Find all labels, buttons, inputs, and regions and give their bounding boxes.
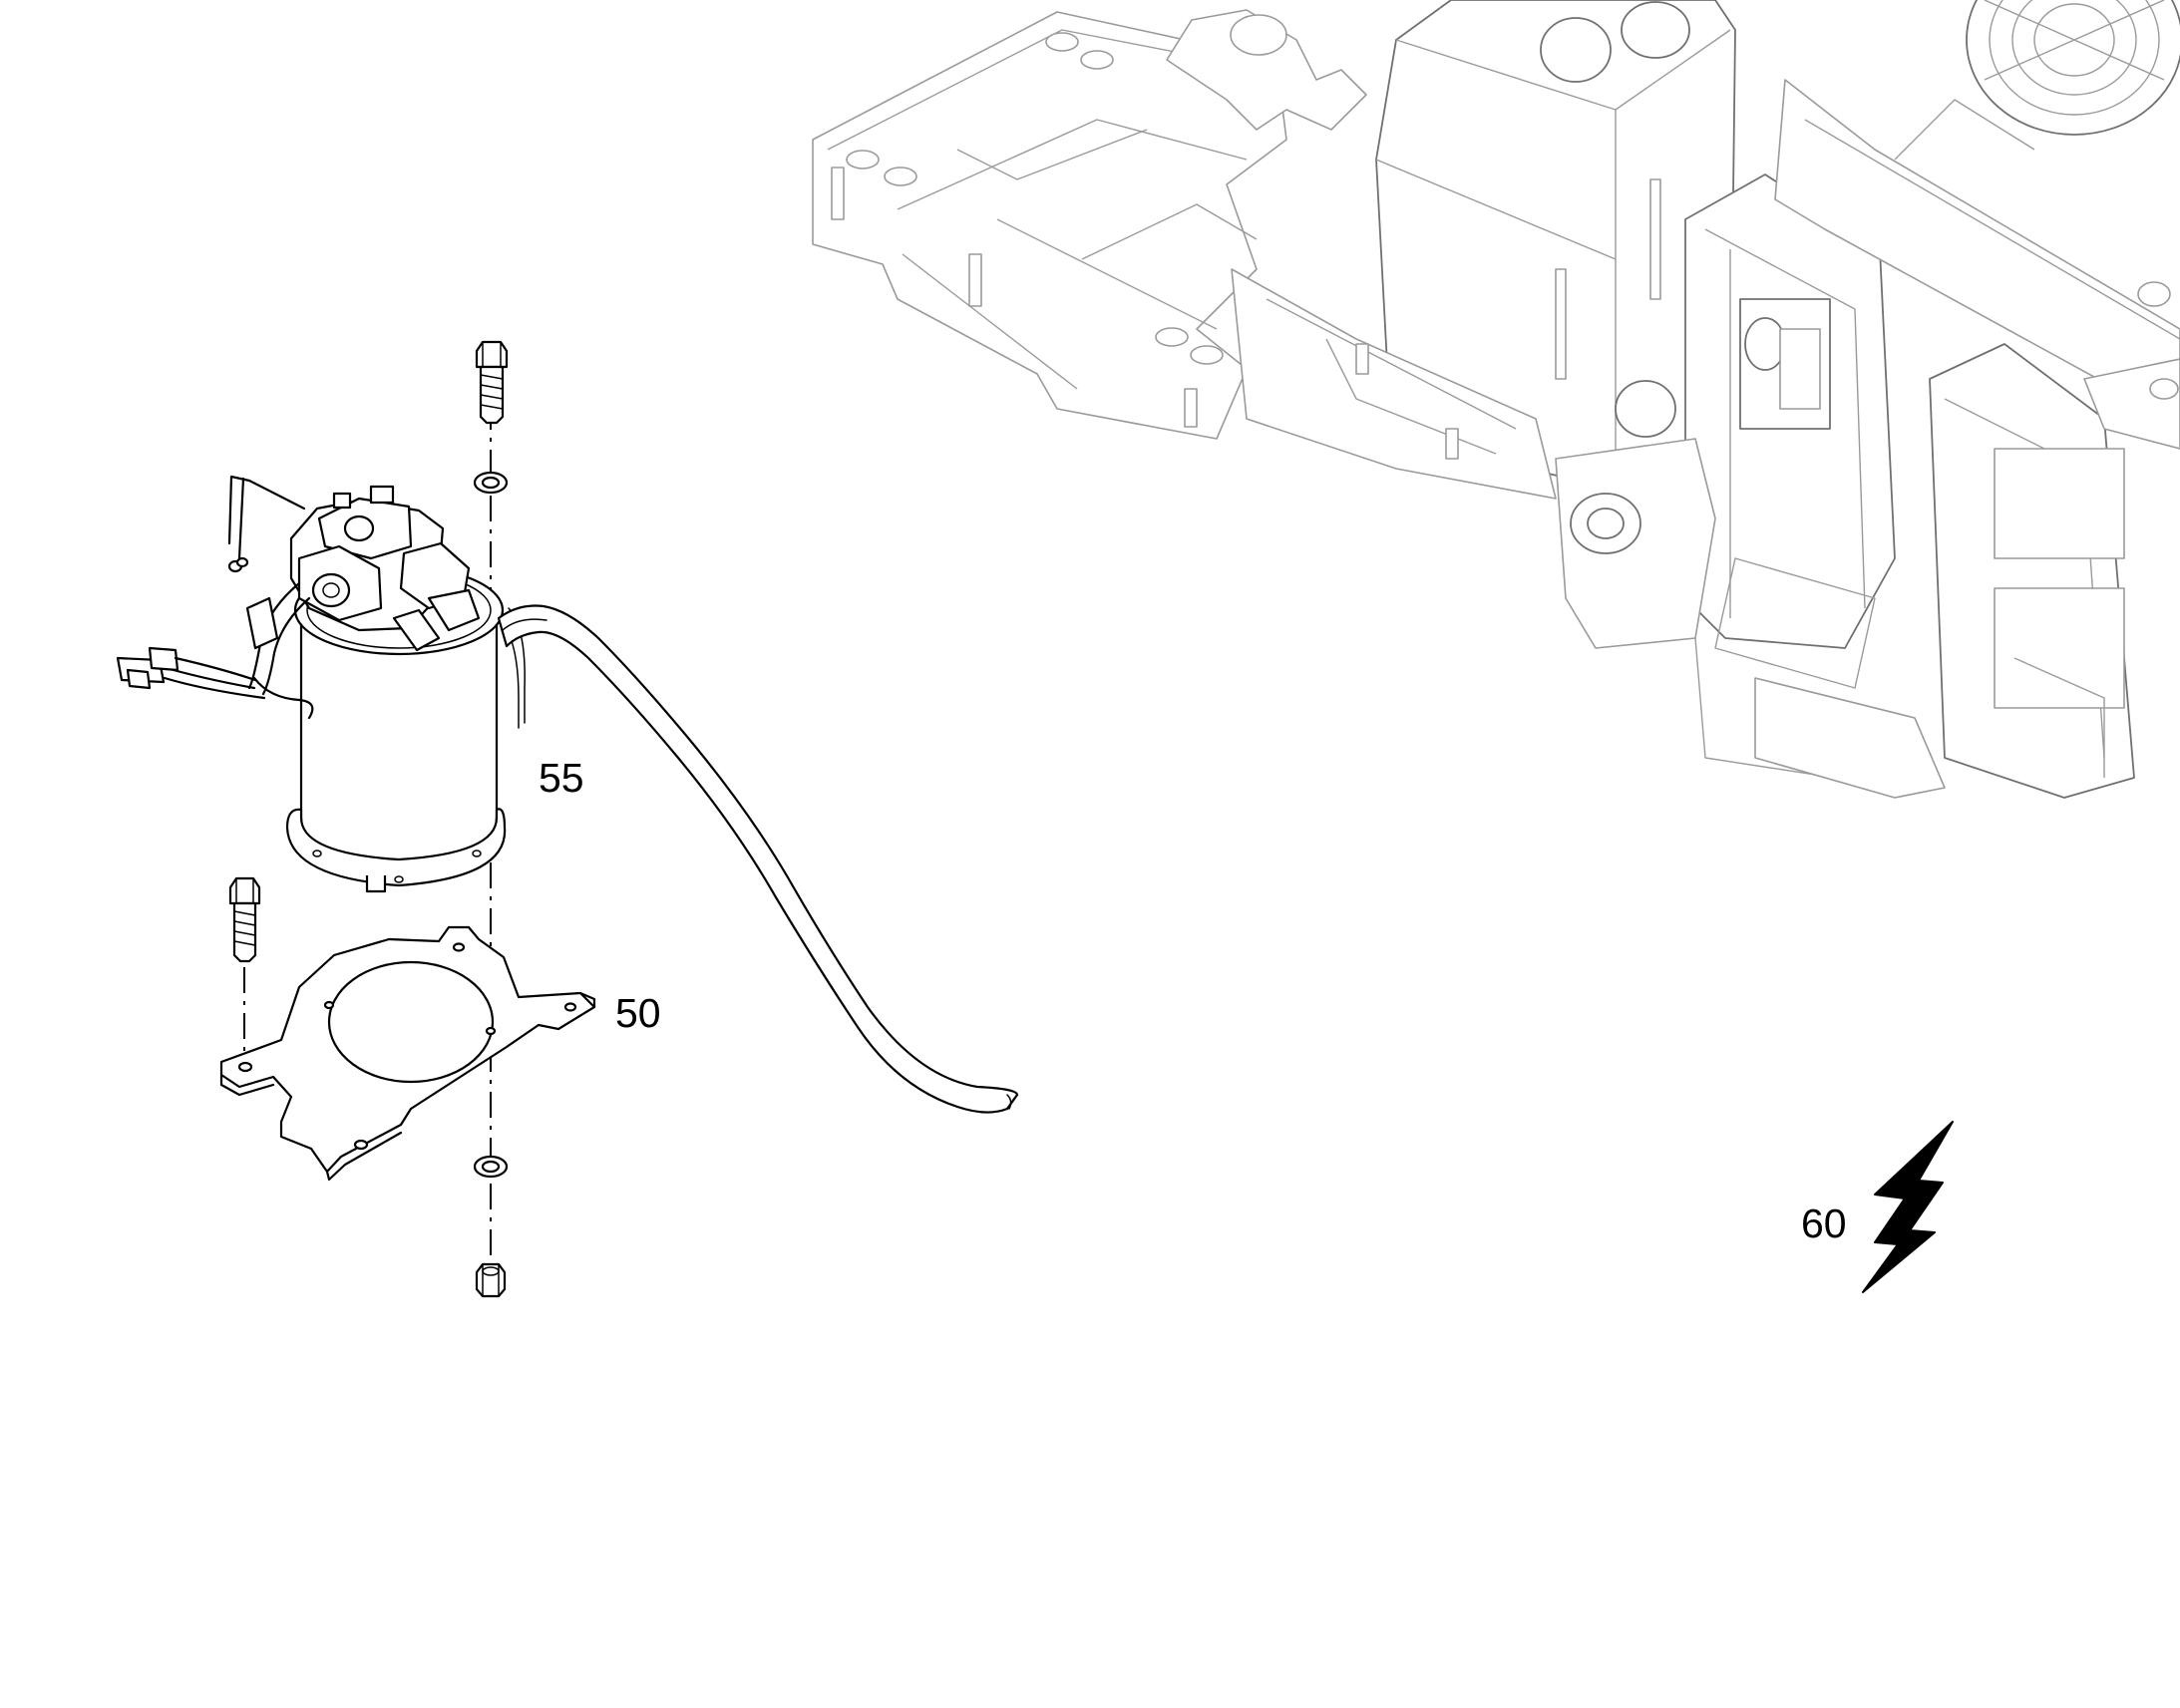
bracket-center-hole — [327, 960, 495, 1084]
callout-55: 55 — [539, 755, 584, 801]
washer-top — [473, 471, 509, 495]
lightning-bolt-icon — [1862, 1121, 1954, 1293]
filter-tank-assembly — [116, 475, 526, 893]
hex-nut — [475, 1262, 507, 1298]
bolt-bracket — [228, 876, 261, 1057]
callout-50: 50 — [615, 990, 661, 1036]
mounting-bracket — [219, 925, 596, 1182]
callout-60: 60 — [1801, 1200, 1847, 1246]
washer-bottom — [473, 1155, 509, 1179]
bolt-top — [475, 340, 509, 425]
return-hose — [497, 604, 1019, 1114]
machine-chassis-background — [812, 0, 2180, 799]
